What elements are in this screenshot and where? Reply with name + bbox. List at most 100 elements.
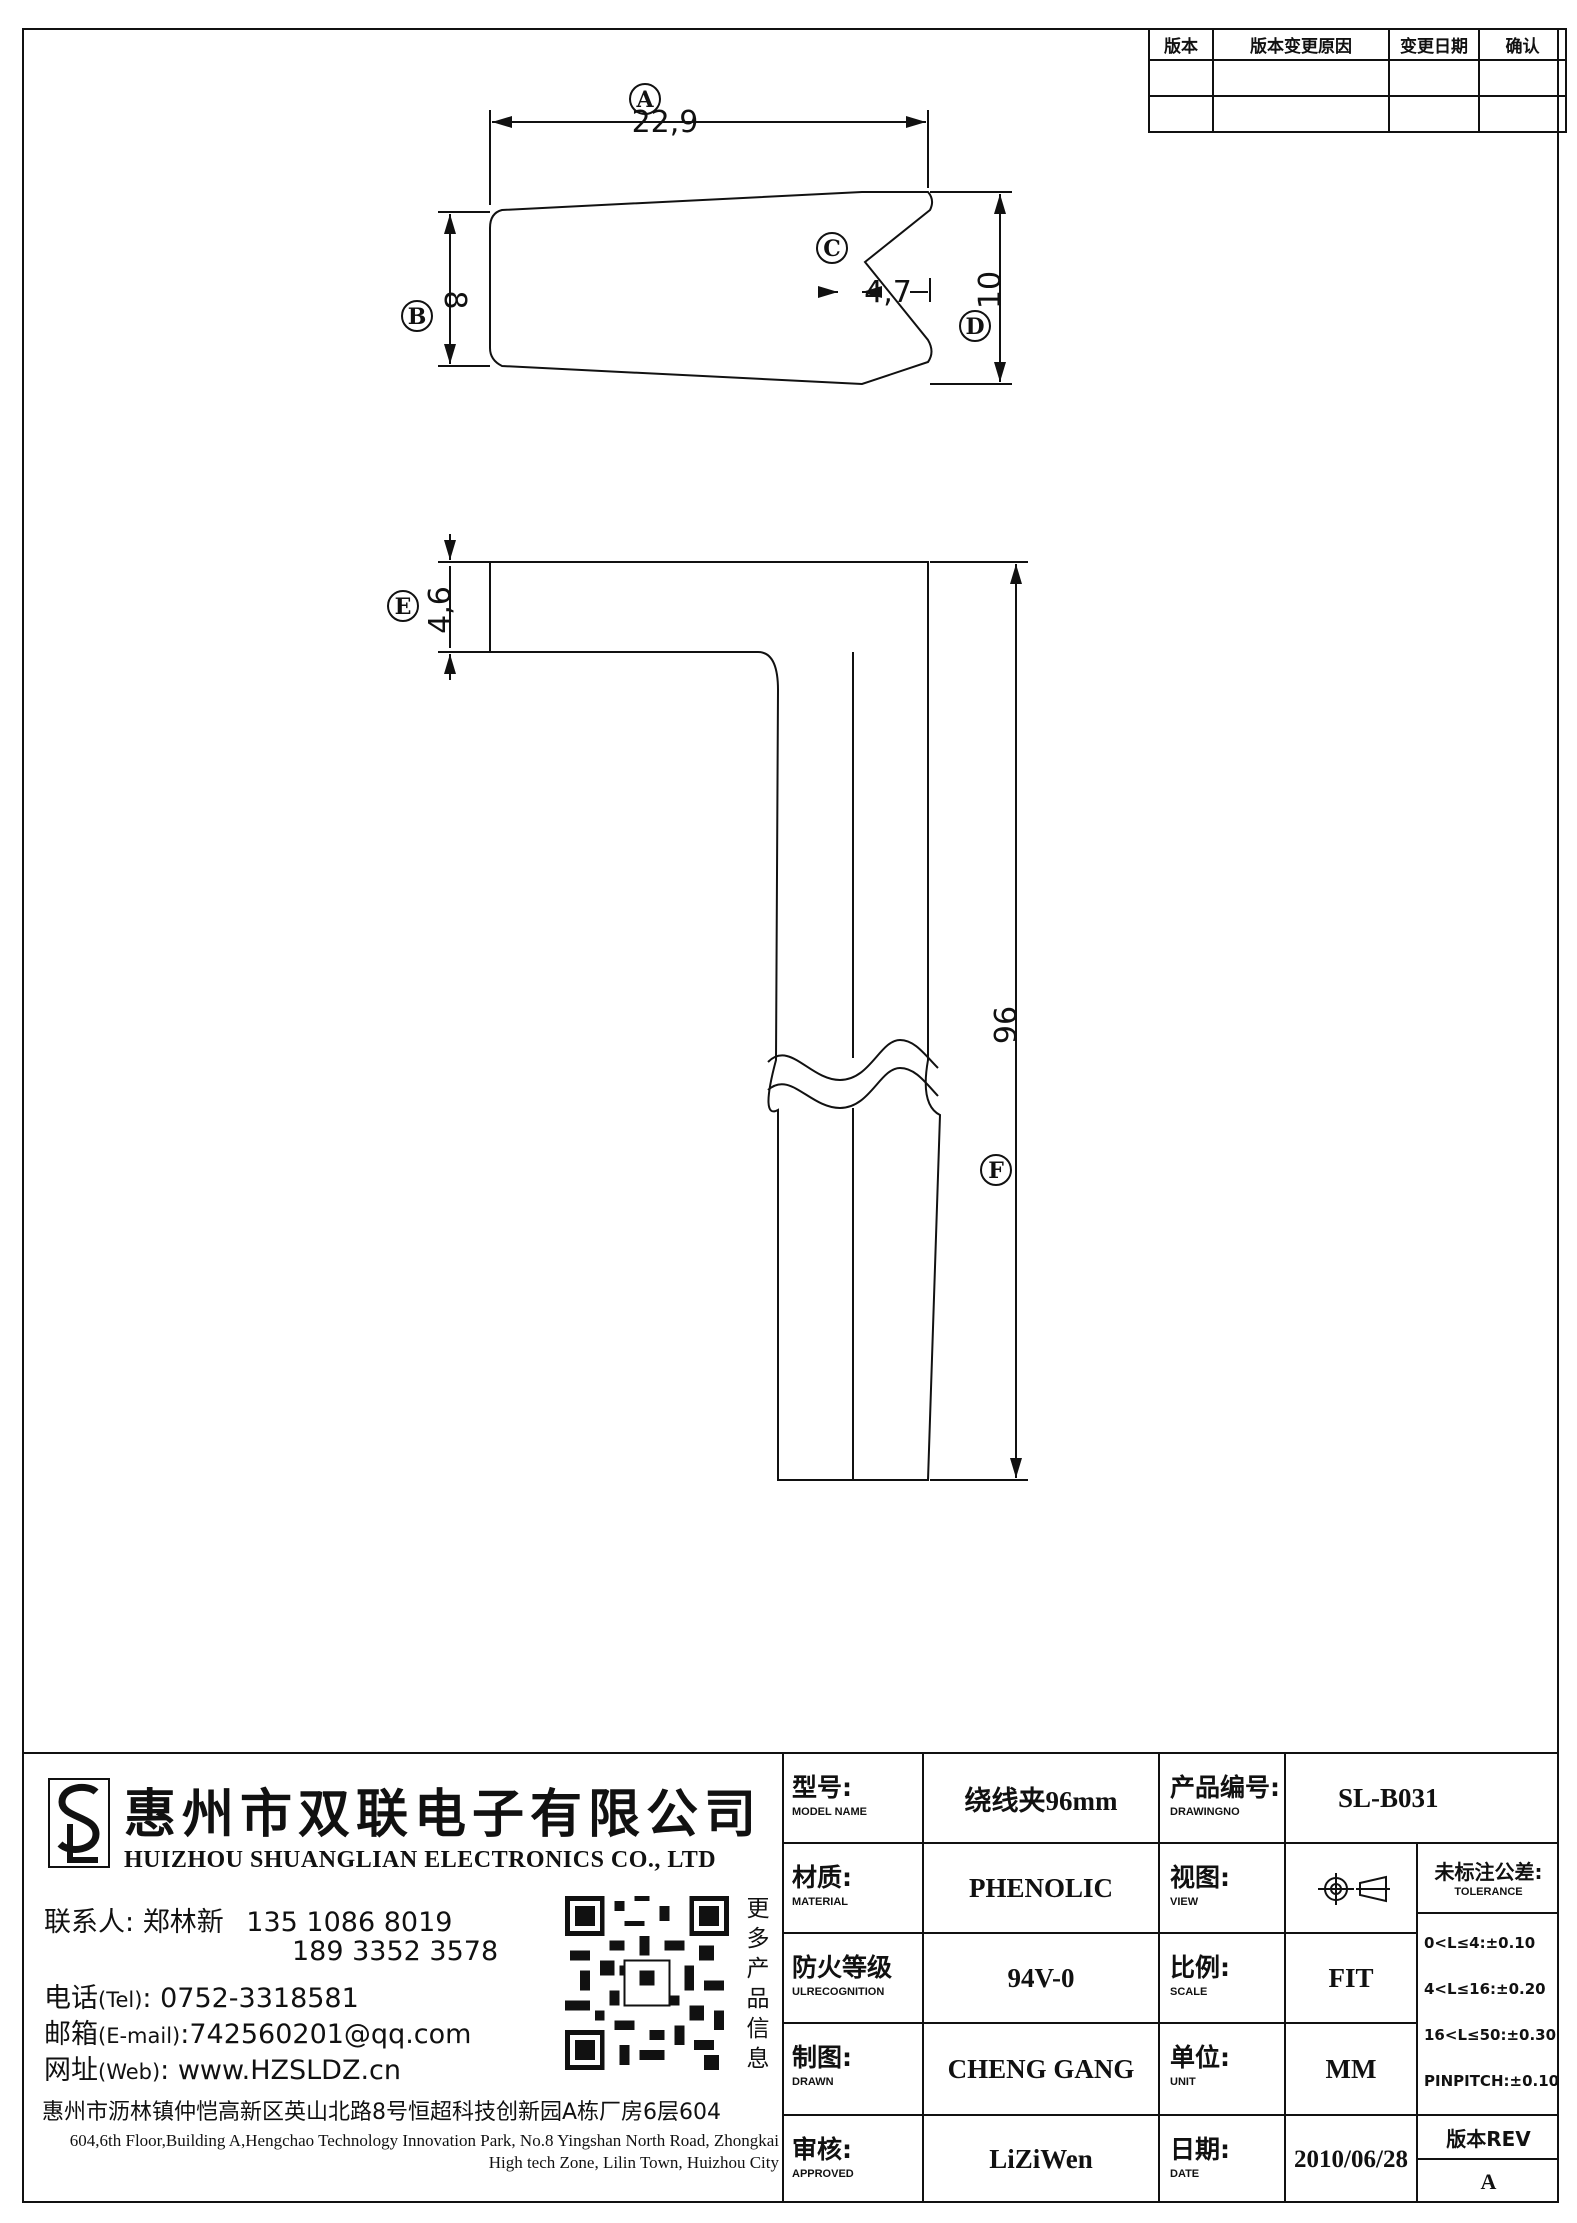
rev-cell-empty <box>1388 59 1480 97</box>
tolerance-label-en: TOLERANCE <box>1454 1886 1523 1898</box>
model-label-en: MODEL NAME <box>792 1806 867 1818</box>
rev-cell-empty <box>1212 59 1390 97</box>
address-cn: 惠州市沥林镇仲恺高新区英山北路8号恒超科技创新园A栋厂房6层604 <box>42 2100 722 2125</box>
callout-a: A <box>635 87 654 113</box>
approved-label: 审核: <box>792 2135 852 2164</box>
view-label-en: VIEW <box>1170 1896 1199 1908</box>
contact-label: 联系人: <box>44 1907 135 1938</box>
tel-label-en: (Tel) <box>98 1988 143 2012</box>
drawn-value-cell: CHENG GANG <box>924 2024 1160 2116</box>
rev-label: 版本REV <box>1446 2126 1531 2151</box>
dim-c-label: 4,7 <box>864 275 912 310</box>
web-label: 网址 <box>44 2055 98 2086</box>
rev-header-reason: 版本变更原因 <box>1212 28 1390 61</box>
fire-value: 94V-0 <box>1007 1962 1075 1993</box>
material-value-cell: PHENOLIC <box>924 1844 1160 1934</box>
top-view-outline <box>489 191 934 386</box>
drawing-no-label-en: DRAWINGNO <box>1170 1806 1240 1818</box>
tolerance-line-2: 4<L≤16:±0.20 <box>1424 1980 1546 1998</box>
tel-label: 电话 <box>44 1983 98 2014</box>
dim-b-label: 8 <box>437 290 472 309</box>
qr-code-icon <box>564 1896 730 2070</box>
unit-value-cell: MM <box>1286 2024 1418 2116</box>
model-label: 型号: <box>792 1773 852 1802</box>
date-label-cell: 日期: DATE <box>1160 2116 1286 2203</box>
tolerance-cell: 未标注公差: TOLERANCE 0<L≤4:±0.10 4<L≤16:±0.2… <box>1418 1844 1559 2116</box>
unit-label: 单位: <box>1170 2043 1230 2072</box>
rev-cell-empty <box>1478 95 1567 133</box>
callout-b: B <box>408 304 427 330</box>
web-label-en: (Web) <box>98 2060 161 2084</box>
rev-value: A <box>1480 2168 1497 2194</box>
dim-e-label: 4,6 <box>423 586 458 634</box>
company-name-en: HUIZHOU SHUANGLIAN ELECTRONICS CO., LTD <box>124 1847 717 1873</box>
callout-e: E <box>395 594 412 620</box>
drawing-no-value-cell: SL-B031 <box>1286 1754 1559 1844</box>
company-info: 惠州市双联电子有限公司 HUIZHOU SHUANGLIAN ELECTRONI… <box>22 1754 784 2203</box>
scale-label-en: SCALE <box>1170 1986 1208 1998</box>
drawing-no-value: SL-B031 <box>1338 1782 1439 1813</box>
fire-value-cell: 94V-0 <box>924 1934 1160 2024</box>
view-label-cell: 视图: VIEW <box>1160 1844 1286 1934</box>
rev-label-cell: 版本REV <box>1418 2116 1559 2160</box>
web-address: : www.HZSLDZ.cn <box>160 2055 402 2086</box>
email-label-en: (E-mail) <box>98 2024 181 2048</box>
email-label: 邮箱 <box>44 2019 98 2050</box>
address-en: 604,6th Floor,Building A,Hengchao Techno… <box>69 2131 779 2172</box>
tolerance-line-1: 0<L≤4:±0.10 <box>1424 1934 1536 1952</box>
view-value-cell <box>1286 1844 1418 1934</box>
date-label: 日期: <box>1170 2135 1230 2164</box>
unit-label-cell: 单位: UNIT <box>1160 2024 1286 2116</box>
fire-label-cell: 防火等级 ULRECOGNITION <box>782 1934 924 2024</box>
model-value: 绕线夹96mm <box>964 1785 1118 1816</box>
material-label-cell: 材质: MATERIAL <box>782 1844 924 1934</box>
scale-value: FIT <box>1328 1962 1374 1993</box>
side-view-outline <box>489 561 942 1481</box>
unit-value: MM <box>1325 2053 1377 2084</box>
approved-label-en: APPROVED <box>792 2168 854 2180</box>
rev-header-date: 变更日期 <box>1388 28 1480 61</box>
date-value: 2010/06/28 <box>1294 2145 1408 2173</box>
date-label-en: DATE <box>1170 2168 1200 2180</box>
tel-line: 电话(Tel): 0752-3318581 <box>44 1976 359 2015</box>
drawn-label-cell: 制图: DRAWN <box>782 2024 924 2116</box>
first-angle-projection-icon <box>1318 1873 1390 1905</box>
contact-name: 郑林新 <box>142 1907 224 1938</box>
model-value-cell: 绕线夹96mm <box>924 1754 1160 1844</box>
fire-label: 防火等级 <box>792 1953 893 1982</box>
view-label: 视图: <box>1170 1863 1230 1892</box>
rev-cell-empty <box>1148 95 1214 133</box>
title-block: 惠州市双联电子有限公司 HUIZHOU SHUANGLIAN ELECTRONI… <box>22 1752 1559 2203</box>
drawing-no-label-cell: 产品编号: DRAWINGNO <box>1160 1754 1286 1844</box>
tolerance-line-3: 16<L≤50:±0.30 <box>1424 2026 1557 2044</box>
approved-value-cell: LiZiWen <box>924 2116 1160 2203</box>
qr-note: 更多产品信息 <box>746 1896 770 2072</box>
contact-person: 联系人: 郑林新 135 1086 8019 <box>44 1900 452 1939</box>
model-label-cell: 型号: MODEL NAME <box>782 1754 924 1844</box>
rev-cell-empty <box>1478 59 1567 97</box>
drawn-label-en: DRAWN <box>792 2076 834 2088</box>
company-logo-icon <box>48 1778 110 1868</box>
callout-f: F <box>988 1158 1004 1184</box>
drawing-no-label: 产品编号: <box>1170 1773 1280 1802</box>
material-value: PHENOLIC <box>968 1872 1114 1903</box>
web-line: 网址(Web): www.HZSLDZ.cn <box>44 2048 401 2087</box>
fire-label-en: ULRECOGNITION <box>792 1986 885 1998</box>
drawn-value: CHENG GANG <box>947 2053 1135 2084</box>
dim-d-label: 10 <box>973 271 1008 309</box>
approved-label-cell: 审核: APPROVED <box>782 2116 924 2203</box>
break-line-lower <box>767 1066 939 1110</box>
rev-cell-empty <box>1388 95 1480 133</box>
dim-a-label: 22,9 <box>632 105 699 140</box>
date-value-cell: 2010/06/28 <box>1286 2116 1418 2203</box>
phone-2: 189 3352 3578 <box>292 1936 499 1967</box>
rev-cell-empty <box>1148 59 1214 97</box>
rev-header-confirm: 确认 <box>1478 28 1567 61</box>
material-label-en: MATERIAL <box>792 1896 849 1908</box>
callout-d: D <box>965 314 984 340</box>
phone-1: 135 1086 8019 <box>246 1907 453 1938</box>
rev-cell-empty <box>1212 95 1390 133</box>
scale-value-cell: FIT <box>1286 1934 1418 2024</box>
tel-number: : 0752-3318581 <box>142 1983 359 2014</box>
